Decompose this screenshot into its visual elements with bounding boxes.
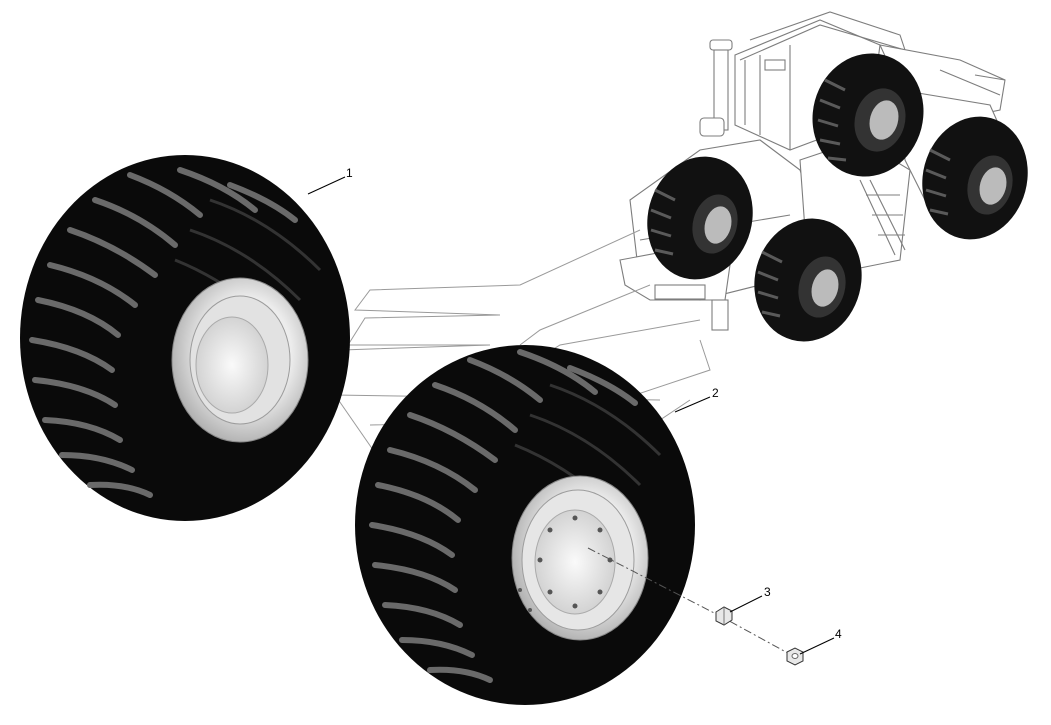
- tractor-tire-rear-right: [922, 116, 1028, 240]
- leader-lines: [307, 176, 835, 655]
- tractor-tire-front-right: [754, 218, 862, 342]
- tractor-tire-front-left: [647, 156, 753, 280]
- tire-1: [20, 155, 350, 521]
- callout-4: 4: [835, 627, 842, 641]
- tire-2: [355, 345, 695, 705]
- wheel-nut-icon: [715, 606, 733, 626]
- callout-1: 1: [346, 166, 353, 180]
- callout-2: 2: [712, 386, 719, 400]
- tractor-tire-rear-left: [812, 53, 924, 177]
- washer-icon: [786, 647, 804, 666]
- rim-bolt-holes: [518, 515, 613, 612]
- callout-3: 3: [764, 585, 771, 599]
